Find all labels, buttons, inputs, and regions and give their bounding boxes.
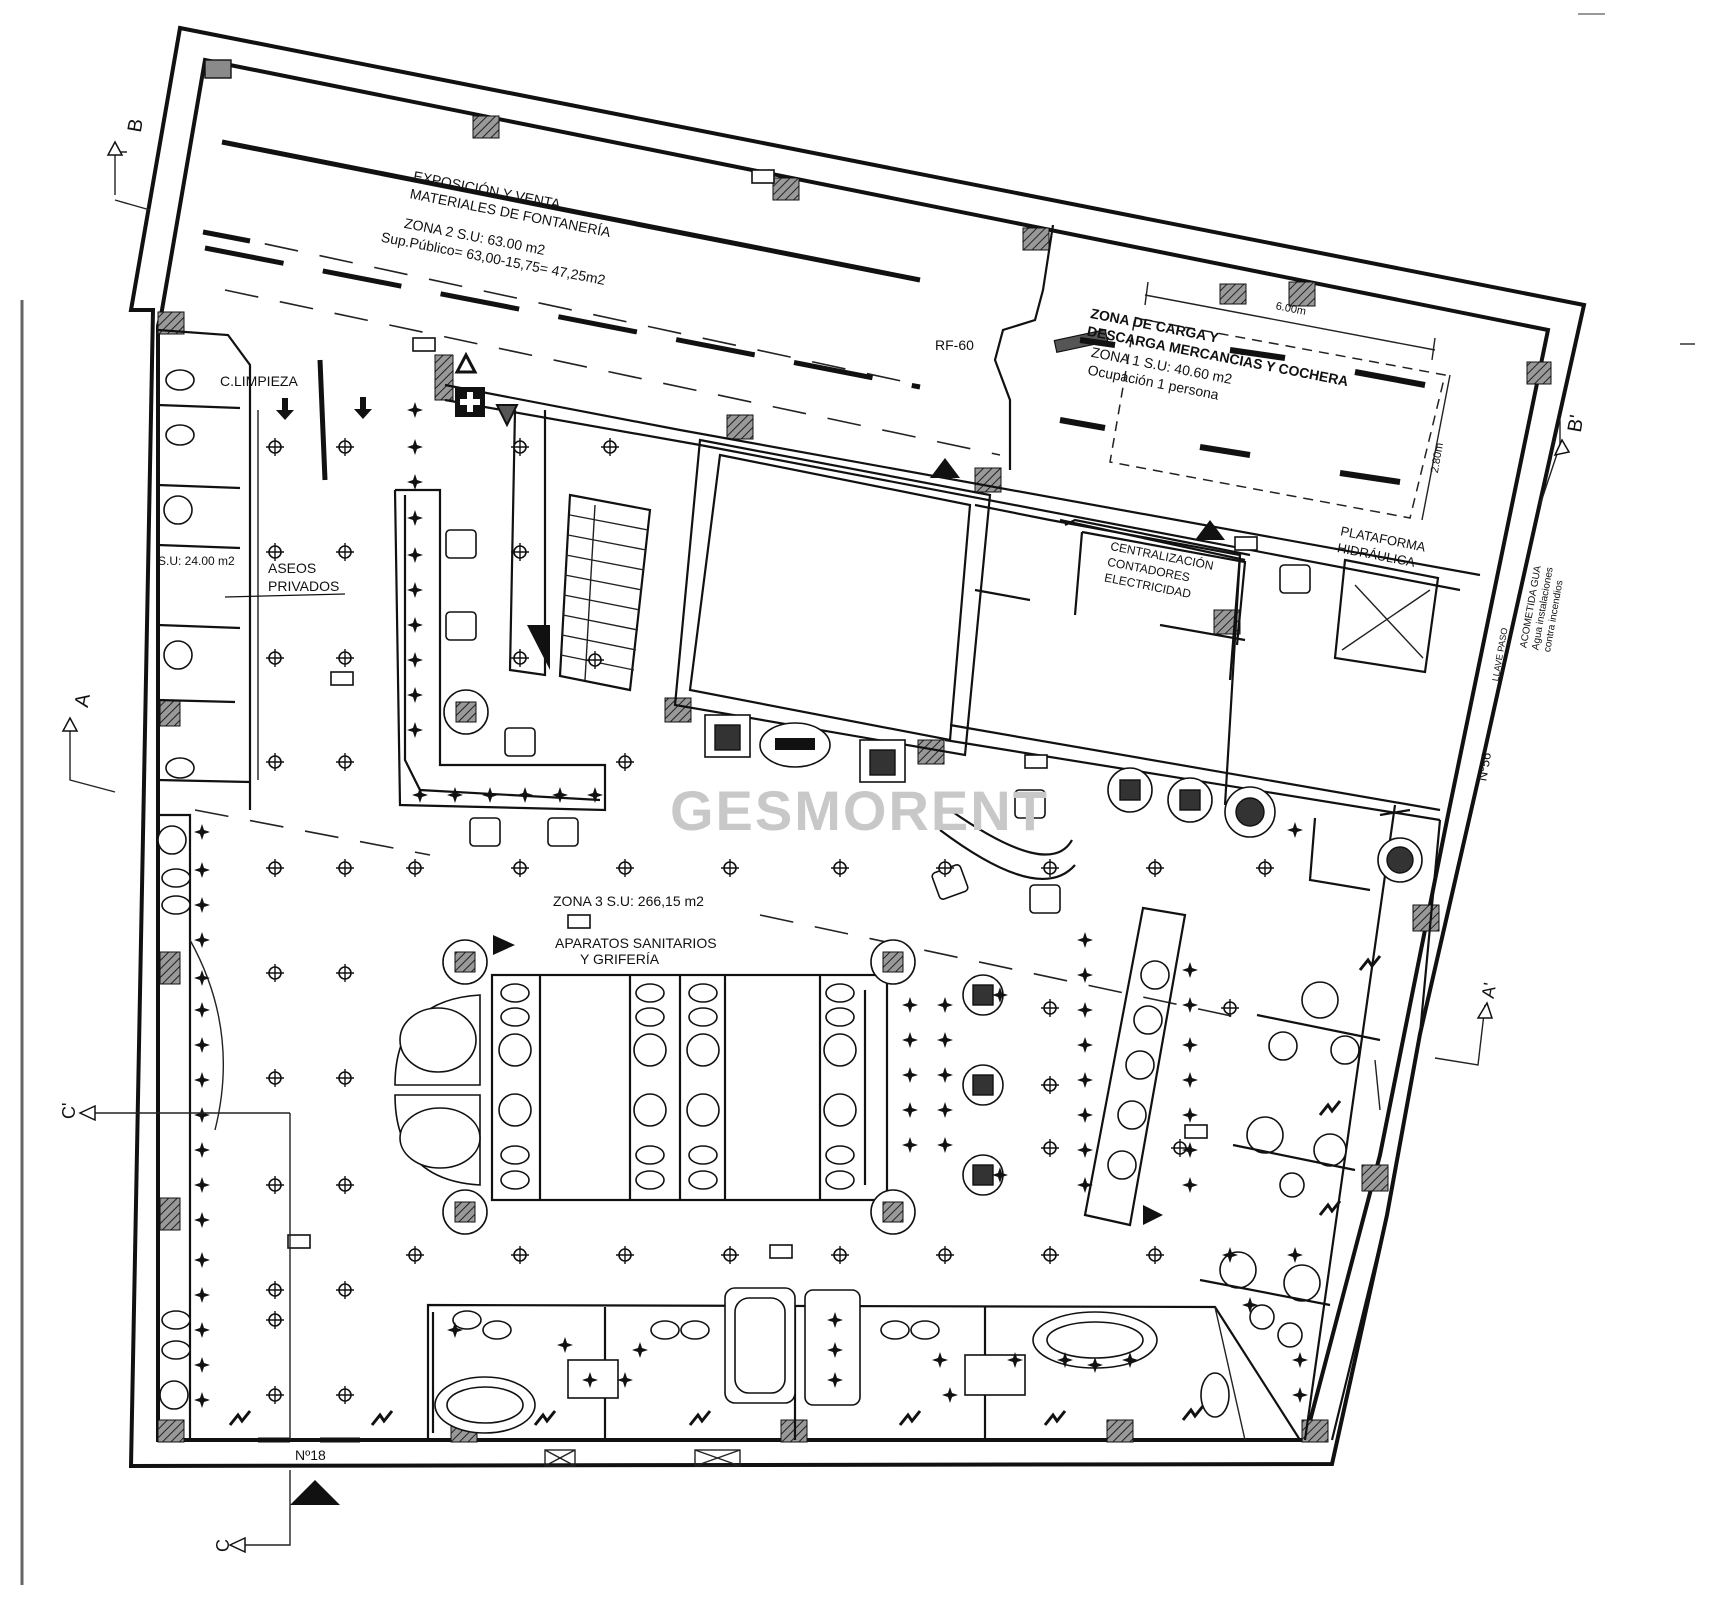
emergency-exit-icons [228, 955, 1382, 1426]
zona3-area: ZONA 3 S.U: 266,15 m2 [553, 893, 704, 909]
section-label-c-prime: C' [59, 1103, 79, 1119]
limpieza-label: C.LIMPIEZA [220, 373, 298, 389]
section-label-a: A [71, 691, 95, 709]
interior-partitions [157, 224, 1481, 1441]
section-label-b: B [124, 117, 148, 134]
signage-icons [276, 351, 1225, 1505]
street-number-56: Nº56 [1474, 751, 1494, 782]
zona3-title-line2: Y GRIFERÍA [580, 951, 660, 967]
electrical-sockets [287, 169, 1258, 1259]
dimension-height-label: 2.80m [1429, 442, 1446, 474]
aseos-label-line2: PRIVADOS [268, 578, 339, 594]
sanitary-fixtures [157, 369, 1423, 1434]
section-label-a-prime: A' [1478, 981, 1500, 1000]
watermark-text: GESMORENT [670, 779, 1049, 842]
dimension-lines [1144, 281, 1451, 521]
aseos-label-line1: ASEOS [268, 560, 316, 576]
section-cut-markers [61, 140, 1571, 1554]
section-label-c: C [213, 1539, 233, 1552]
display-shelves [202, 139, 1426, 485]
facade-openings [258, 1437, 741, 1467]
outer-walls [128, 25, 1587, 1469]
annotation-tags: RF-60 6.00m 2.80m Nº18 Nº56 [295, 300, 1494, 1463]
zone-3-labels: ZONA 3 S.U: 266,15 m2 APARATOS SANITARIO… [553, 893, 717, 967]
street-number-18: Nº18 [295, 1447, 326, 1463]
aseos-area-label: S.U: 24.00 m2 [158, 554, 235, 568]
section-label-b-prime: B' [1564, 413, 1589, 434]
zone-2-labels: EXPOSICIÓN Y VENTA MATERIALES DE FONTANE… [380, 168, 613, 288]
dimension-width-label: 6.00m [1275, 300, 1307, 318]
zona3-title-line1: APARATOS SANITARIOS [555, 935, 717, 951]
section-letters: B B' A A' C' C [59, 117, 1589, 1552]
rf60-label: RF-60 [935, 337, 974, 353]
structural-pillars [157, 59, 1552, 1443]
room-labels: C.LIMPIEZA S.U: 24.00 m2 ASEOS PRIVADOS … [158, 373, 1566, 682]
